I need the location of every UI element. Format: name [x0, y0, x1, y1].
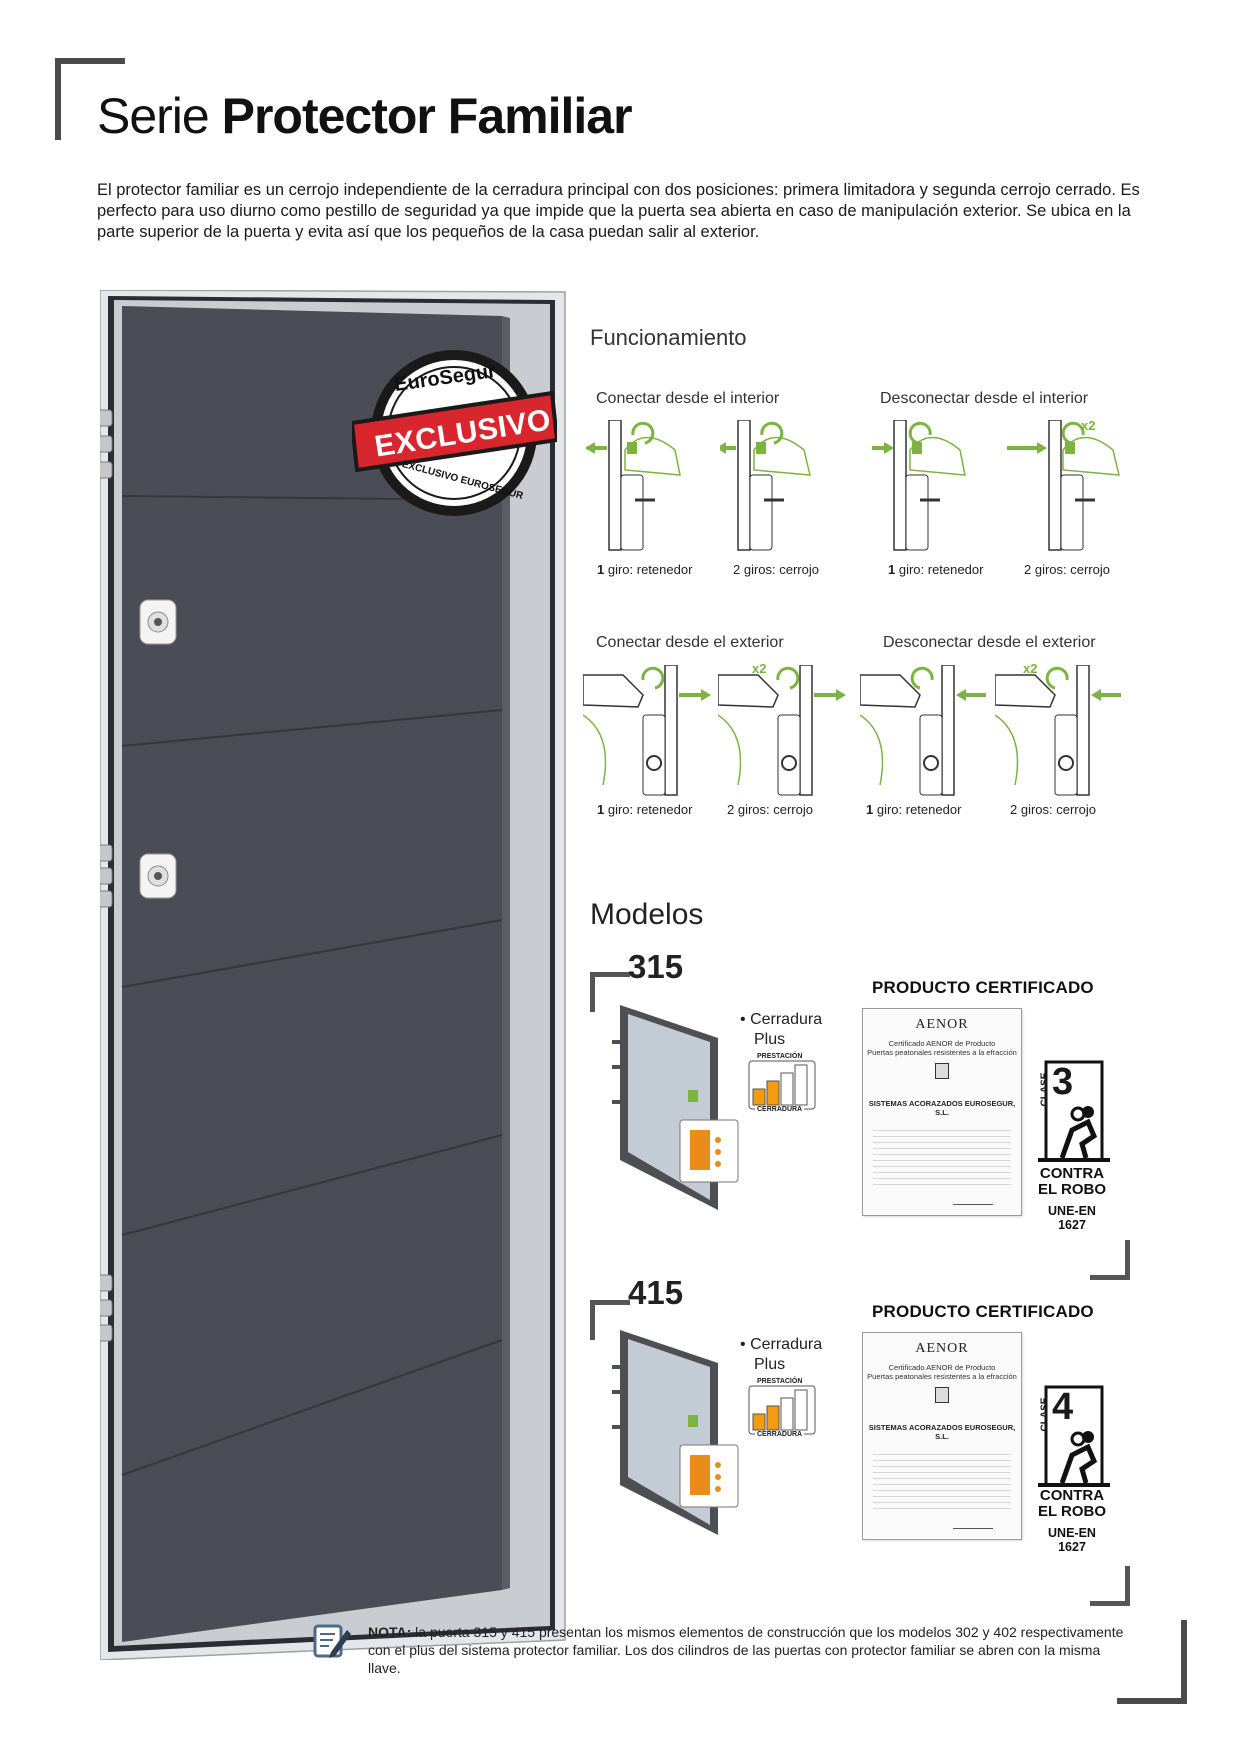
lock-escutcheon-lower: [139, 853, 177, 899]
model-315-clase-num: 3: [1052, 1061, 1074, 1103]
note-pencil-icon: [313, 1622, 351, 1660]
model-415-bracket: [590, 1300, 630, 1340]
cert-text-lines: [873, 1449, 1011, 1509]
caption-desconectar-exterior-2: 2 giros: cerrojo: [1010, 802, 1096, 817]
x2-label-desconectar-exterior: x2: [1023, 661, 1038, 676]
caption-conectar-interior-1: 1 giro: retenedor: [597, 562, 693, 577]
model-415-cert-document: AENOR Certificado AENOR de Producto Puer…: [862, 1332, 1022, 1540]
caption-desconectar-interior-2: 2 giros: cerrojo: [1024, 562, 1110, 577]
model-415-clase-icon: CLASE 4: [1032, 1385, 1112, 1495]
model-415-clase-label: CLASE: [1039, 1397, 1051, 1432]
caption-conectar-interior-2: 2 giros: cerrojo: [733, 562, 819, 577]
illustration-desconectar-exterior-1: [859, 664, 990, 800]
model-315-bracket-br: [1090, 1240, 1130, 1280]
model-415-rating-icon: PRESTACIÓN CERRADURA: [747, 1378, 819, 1442]
illustration-conectar-exterior-1: [582, 664, 713, 800]
model-315-feature: • Cerradura Plus: [740, 1011, 823, 1048]
model-415-cert-title: Certificado AENOR de Producto: [888, 1363, 996, 1372]
door-illustration: [97, 289, 580, 1661]
intro-paragraph: El protector familiar es un cerrojo inde…: [97, 181, 1140, 241]
nota-paragraph: NOTA: la puerta 315 y 415 presentan los …: [368, 1624, 1124, 1676]
funcionamiento-heading: Funcionamiento: [590, 325, 747, 350]
x2-label-conectar-exterior: x2: [752, 661, 767, 676]
caption-conectar-exterior-1: 1 giro: retenedor: [597, 802, 693, 817]
aenor-n-icon: [935, 1063, 949, 1079]
model-415-bracket-br: [1090, 1566, 1130, 1606]
model-315-clase-label: CLASE: [1039, 1072, 1051, 1107]
caption-conectar-exterior-2: 2 giros: cerrojo: [727, 802, 813, 817]
illustration-conectar-exterior-2: x2: [717, 661, 848, 800]
model-415-clase-num: 4: [1052, 1386, 1074, 1428]
badge-shape: [352, 350, 557, 516]
model-415-cert-org: AENOR: [915, 1341, 969, 1356]
modelos-heading: Modelos: [590, 898, 704, 931]
title-light: Serie: [97, 88, 222, 144]
model-315-clase-icon: CLASE 3: [1032, 1060, 1112, 1170]
lock-escutcheon-upper: [139, 599, 177, 645]
model-315-cert-subtitle: Puertas peatonales resistentes a la efra…: [867, 1048, 1017, 1057]
op-title-desconectar-exterior: Desconectar desde el exterior: [883, 634, 1096, 651]
model-315-door-icon: [608, 1000, 748, 1220]
model-415-feature: • Cerradura Plus: [740, 1336, 823, 1373]
model-315-cert-heading: PRODUCTO CERTIFICADO: [872, 978, 1094, 997]
op-title-desconectar-interior: Desconectar desde el interior: [880, 390, 1089, 407]
model-315-cert-document: AENOR Certificado AENOR de Producto Puer…: [862, 1008, 1022, 1216]
illustration-conectar-interior-2: [716, 419, 840, 555]
op-title-conectar-interior: Conectar desde el interior: [596, 390, 780, 407]
op-title-conectar-exterior: Conectar desde el exterior: [596, 634, 784, 651]
model-415-cert-company: SISTEMAS ACORAZADOS EUROSEGUR, S.L.: [868, 1423, 1016, 1441]
illustration-desconectar-interior-2: x2: [1005, 418, 1125, 555]
cert-text-lines: [873, 1125, 1011, 1185]
model-415-rating-top: PRESTACIÓN: [755, 1378, 805, 1385]
model-315-bracket: [590, 972, 630, 1012]
model-315-rating-icon: PRESTACIÓN CERRADURA: [747, 1053, 819, 1117]
model-415-cert-subtitle: Puertas peatonales resistentes a la efra…: [867, 1372, 1017, 1381]
model-315-cert-company: SISTEMAS ACORAZADOS EUROSEGUR, S.L.: [868, 1099, 1016, 1117]
cert-signature: [953, 1191, 993, 1205]
model-315-rating-bottom: CERRADURA: [755, 1106, 805, 1113]
x2-label-desconectar-interior: x2: [1081, 418, 1096, 433]
door-image: [97, 289, 566, 1661]
model-415-rating-bottom: CERRADURA: [755, 1431, 805, 1438]
model-315-cert-org: AENOR: [915, 1017, 969, 1032]
illustration-desconectar-interior-1: [870, 419, 1000, 555]
model-315-cert-title: Certificado AENOR de Producto: [888, 1039, 996, 1048]
aenor-n-icon: [935, 1387, 949, 1403]
illustration-desconectar-exterior-2: x2: [994, 661, 1125, 800]
model-315-number: 315: [628, 948, 684, 985]
model-315-rating-top: PRESTACIÓN: [755, 1053, 805, 1060]
model-415-number: 415: [628, 1274, 684, 1311]
illustration-conectar-interior-1: [585, 419, 715, 555]
exclusivo-badge: EuroSegur EXCLUSIVO EXCLUSIVO EUROSEGUR: [352, 345, 557, 520]
corner-bracket-top-left: [55, 58, 125, 140]
corner-bracket-bottom-right: [1117, 1620, 1187, 1704]
model-415-cert-heading: PRODUCTO CERTIFICADO: [872, 1302, 1094, 1321]
caption-desconectar-exterior-1: 1 giro: retenedor: [866, 802, 962, 817]
title-bold: Protector Familiar: [221, 88, 633, 144]
model-415-door-icon: [608, 1325, 748, 1545]
page-title: Serie Protector Familiar: [97, 86, 633, 146]
caption-desconectar-interior-1: 1 giro: retenedor: [888, 562, 984, 577]
cert-signature: [953, 1515, 993, 1529]
